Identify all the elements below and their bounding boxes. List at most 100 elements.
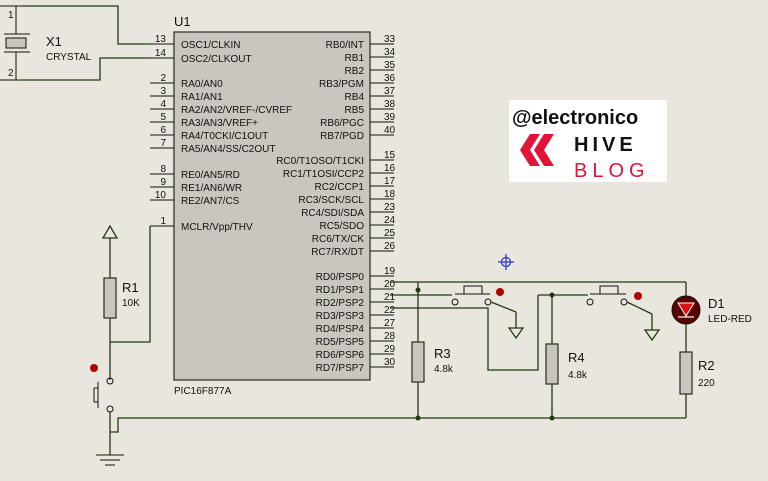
pin-name: RD5/PSP5 (316, 337, 365, 348)
crystal-x1[interactable]: 1 2 X1 CRYSTAL (0, 5, 92, 81)
led-d1[interactable]: D1 LED-RED (671, 282, 752, 352)
pin-name: RD6/PSP6 (316, 350, 365, 361)
d1-value: LED-RED (708, 314, 752, 325)
hive-icon (520, 134, 554, 166)
pin-name: RB5 (345, 105, 365, 116)
resistor-r4[interactable]: R4 4.8k (545, 343, 588, 421)
resistor-r3[interactable]: R3 4.8k (411, 341, 454, 421)
r2-value: 220 (698, 378, 715, 389)
pin-name: RA1/AN1 (181, 92, 223, 103)
pin-number: 34 (384, 47, 396, 58)
pin-name: RA3/AN3/VREF+ (181, 118, 258, 129)
pin-number: 13 (155, 34, 167, 45)
crystal-ref: X1 (46, 34, 62, 49)
pin-name: RB0/INT (326, 40, 364, 51)
pin-name: RC7/RX/DT (311, 247, 364, 258)
pin-number: 7 (160, 138, 166, 149)
hive-blog-logo: @electronico HIVE BLOG (509, 100, 667, 182)
pin-number: 25 (384, 228, 396, 239)
pin-name: RD3/PSP3 (316, 311, 365, 322)
pin-name: OSC2/CLKOUT (181, 54, 252, 65)
pushbutton-1[interactable] (415, 282, 525, 342)
pin-number: 35 (384, 60, 396, 71)
wire-ground-bus (110, 417, 686, 433)
pin-name: RA4/T0CKI/C1OUT (181, 131, 268, 142)
pin-name: RC6/TX/CK (312, 234, 365, 245)
r4-ref: R4 (568, 350, 585, 365)
wire-osc1 (22, 5, 150, 45)
pin-number: 38 (384, 99, 396, 110)
pin-number: 20 (384, 279, 396, 290)
pin-name: RC3/SCK/SCL (298, 195, 364, 206)
crosshair-probe-icon[interactable] (498, 254, 514, 270)
logo-handle: @electronico (512, 107, 638, 129)
pin-number: 2 (160, 73, 166, 84)
pin-number: 27 (384, 318, 396, 329)
pin-number: 6 (160, 125, 166, 136)
pin-number: 24 (384, 215, 396, 226)
pin-name: RE0/AN5/RD (181, 170, 240, 181)
pin-name: RA5/AN4/SS/C2OUT (181, 144, 275, 155)
pin-number: 4 (160, 99, 166, 110)
pin-number: 22 (384, 305, 396, 316)
pin-name: RC4/SDI/SDA (301, 208, 364, 219)
resistor-r2[interactable]: R2 220 (679, 351, 715, 418)
mcu-body (173, 31, 371, 381)
crystal-pin1: 1 (8, 10, 14, 21)
pin-name: RE1/AN6/WR (181, 183, 242, 194)
pin-name: RC2/CCP1 (315, 182, 365, 193)
r1-ref: R1 (122, 280, 139, 295)
pin-number: 28 (384, 331, 396, 342)
pin-name: RD7/PSP7 (316, 363, 365, 374)
logo-word2: BLOG (574, 160, 650, 182)
crystal-type: CRYSTAL (46, 52, 92, 63)
resistor-r1[interactable]: R1 10K (103, 277, 140, 380)
mcu-u1[interactable]: U1 PIC16F877A 13OSC1/CLKIN14OSC2/CLKOUT2… (150, 14, 396, 397)
pin-name: RE2/AN7/CS (181, 196, 240, 207)
pin-number: 23 (384, 202, 396, 213)
pin-number: 26 (384, 241, 396, 252)
pushbutton-2[interactable] (538, 285, 661, 344)
pin-number: 37 (384, 86, 396, 97)
pin-number: 14 (155, 48, 167, 59)
pin-number: 21 (384, 292, 396, 303)
pin-number: 5 (160, 112, 166, 123)
